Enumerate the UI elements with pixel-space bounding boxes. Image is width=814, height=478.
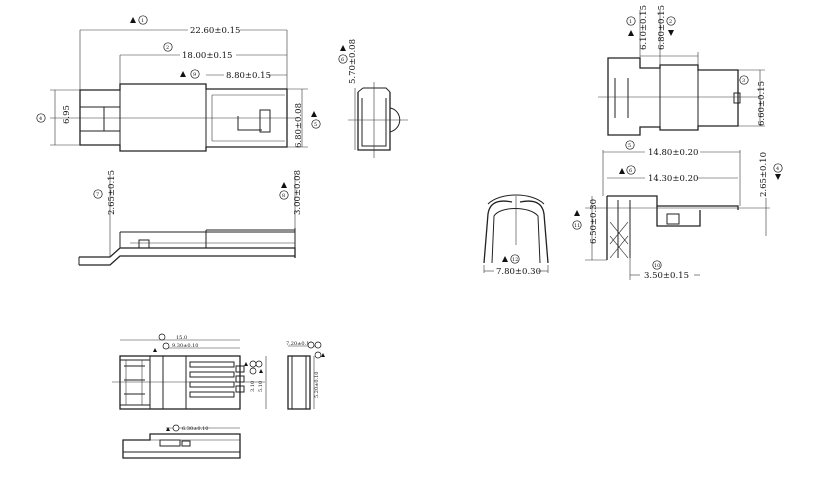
dim-7-num: 7 <box>96 192 99 198</box>
dim-s5-num: 5 <box>628 143 631 149</box>
view-top-plug: 22.60±0.15 1 18.00±0.15 2 8.80±0.15 9 6.… <box>36 15 321 152</box>
dim-s5-value: 14.80±0.20 <box>648 148 698 158</box>
dim-s11-value: 6.50±0.30 <box>589 199 599 244</box>
small-dim-g: 6.30±0.10 <box>182 426 208 432</box>
view-clip: 7.80±0.30 12 <box>483 194 549 277</box>
small-dim-f: 5.20±0.10 <box>314 372 320 398</box>
small-dim-c: 7.20±0.10 <box>286 341 312 347</box>
dim-r3-value: 6.60±0.15 <box>757 81 767 126</box>
dim-1-value: 22.60±0.15 <box>190 26 240 36</box>
dim-1-num: 1 <box>141 18 144 24</box>
dim-4-num: 4 <box>39 116 42 122</box>
dim-s10-num: 10 <box>654 263 660 269</box>
dim-5-value: 6.80±0.08 <box>294 103 304 148</box>
dim-7-value: 2.65±0.15 <box>107 170 117 215</box>
dim-8-num: 8 <box>282 193 285 199</box>
view-right-side: 14.80±0.20 5 14.30±0.20 6 2.65±0.10 4 6.… <box>572 140 783 281</box>
dim-s6-num: 6 <box>629 168 632 174</box>
view-right-top: 6.10±0.15 6.80±0.15 1 2 6.60±0.15 3 <box>598 5 767 136</box>
dim-r3-num: 3 <box>742 78 745 84</box>
view-small-assembly: 15.0 9.30±0.10 3.10 5.10 7.20±0.10 5.20±… <box>112 333 325 459</box>
dim-s10-value: 3.50±0.15 <box>644 271 689 281</box>
dim-r1-num: 1 <box>629 19 632 25</box>
dim-2-value: 18.00±0.15 <box>182 51 232 61</box>
dim-e6-num: 6 <box>341 57 344 63</box>
dim-r1-value: 6.10±0.15 <box>639 5 649 50</box>
dim-s4-num: 4 <box>776 166 779 172</box>
dim-s6-value: 14.30±0.20 <box>648 174 698 184</box>
view-side: 2.65±0.15 7 3.00±0.08 8 <box>78 170 303 266</box>
view-end: 5.70±0.08 6 <box>338 39 408 158</box>
small-dim-a: 15.0 <box>176 335 187 341</box>
dim-8-value: 3.00±0.08 <box>293 170 303 215</box>
dim-9-num: 9 <box>193 72 196 78</box>
small-dim-b: 9.30±0.10 <box>172 343 198 349</box>
dim-r2-num: 2 <box>669 19 672 25</box>
dim-e6-value: 5.70±0.08 <box>348 39 358 84</box>
dim-2-num: 2 <box>166 45 169 51</box>
dim-4-value: 6.95 <box>62 105 72 124</box>
dim-c12-value: 7.80±0.30 <box>496 267 541 277</box>
small-dim-d: 3.10 <box>250 381 256 392</box>
dim-s4-value: 2.65±0.10 <box>759 152 769 197</box>
dim-9-value: 8.80±0.15 <box>226 71 271 81</box>
dim-r2-value: 6.80±0.15 <box>657 5 667 50</box>
marker-triangle <box>130 17 136 23</box>
small-dim-e: 5.10 <box>258 381 264 392</box>
dim-c12-num: 12 <box>512 257 518 263</box>
dim-5-num: 5 <box>314 122 317 128</box>
dim-s11-num: 11 <box>574 223 580 229</box>
